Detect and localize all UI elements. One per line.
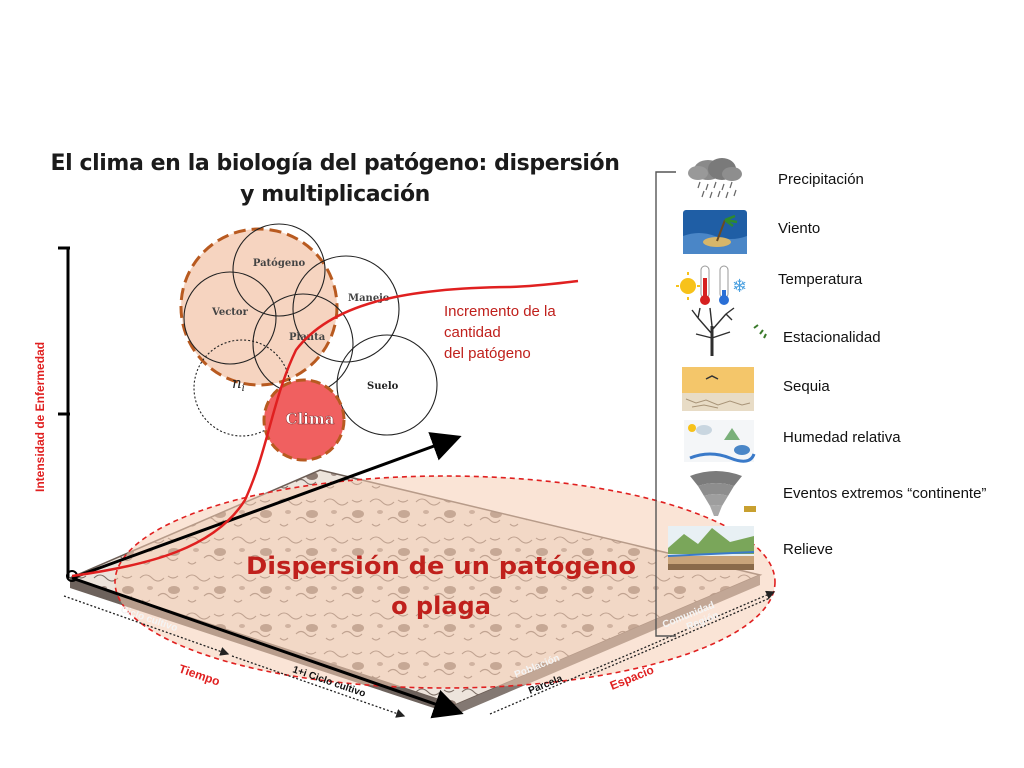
dispersion-line-1: Dispersión de un patógeno [246, 552, 636, 580]
thermometer-icon: ❄ [676, 265, 747, 305]
highlight-region [179, 227, 339, 387]
factors-bracket [655, 171, 676, 637]
factor-viento: Viento [778, 220, 821, 237]
pathogen-growth-curve [71, 279, 579, 578]
ni-label: ni [232, 374, 245, 394]
bare-tree-icon [691, 307, 767, 356]
water-cycle-icon [684, 420, 756, 463]
y-axis-label: Intensidad de Enfermedad [33, 342, 47, 492]
suelo-label: Suelo [367, 381, 399, 392]
svg-text:❄: ❄ [732, 276, 747, 297]
increment-line-3: del patógeno [444, 345, 531, 362]
terrain-icon [667, 526, 755, 570]
increment-line-2: cantidad [444, 324, 501, 341]
circle-clima [262, 378, 346, 462]
rain-cloud-icon [688, 158, 742, 199]
manejo-label: Manejo [348, 293, 390, 304]
time-axis [71, 576, 464, 719]
time-dimension-lines [63, 590, 776, 718]
circle-suelo [336, 334, 438, 436]
circle-patogeno [232, 223, 326, 317]
patogeno-label: Patógeno [253, 258, 306, 269]
factor-temperatura: Temperatura [778, 271, 863, 288]
vector-label: Vector [211, 307, 249, 318]
factor-precipitacion: Precipitación [778, 171, 864, 188]
factor-eventos-extremos: Eventos extremos “continente” [783, 485, 987, 502]
tiempo-label: Tiempo [177, 662, 222, 689]
page-title: El clima en la biología del patógeno: di… [50, 151, 620, 207]
circle-vector [183, 271, 277, 365]
dispersion-line-2: o plaga [391, 592, 491, 620]
clima-label: Clima [286, 410, 335, 428]
factor-humedad-relativa: Humedad relativa [783, 429, 901, 446]
drought-icon [682, 367, 754, 411]
wind-island-icon [683, 210, 747, 254]
factor-sequia: Sequia [783, 378, 830, 395]
circle-manejo [292, 255, 400, 363]
space-axis [71, 432, 462, 580]
dispersion-area [114, 475, 776, 689]
increment-line-1: Incremento de la [444, 303, 556, 320]
factor-relieve: Relieve [783, 541, 834, 558]
factor-estacionalidad: Estacionalidad [783, 329, 881, 346]
tornado-icon [690, 471, 756, 516]
